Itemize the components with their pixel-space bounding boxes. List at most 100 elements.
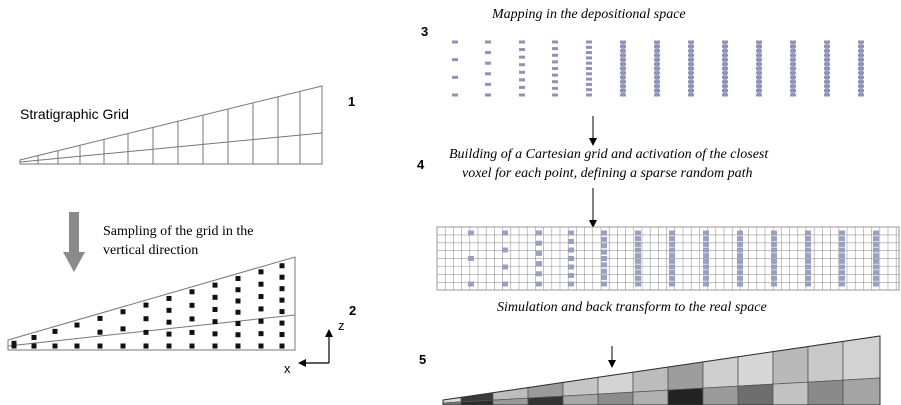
mapped-point (824, 53, 830, 57)
sample-point (189, 329, 195, 335)
sample-point (258, 331, 264, 337)
mapped-point (756, 84, 762, 88)
sample-point (279, 332, 285, 338)
simulated-cell (702, 385, 739, 405)
mapped-point (790, 75, 796, 79)
mapped-point (858, 93, 864, 97)
active-voxel (737, 264, 743, 270)
mapped-point (552, 47, 558, 51)
mapped-point (824, 89, 830, 93)
active-voxel (669, 247, 675, 253)
active-voxel (703, 270, 709, 276)
sample-point (279, 263, 285, 269)
active-voxel (635, 241, 641, 247)
simulated-cell (492, 397, 529, 405)
mapped-point (688, 58, 694, 62)
active-voxel (536, 261, 542, 267)
mapped-point (620, 49, 626, 53)
active-voxel (568, 264, 574, 270)
sample-point (189, 343, 195, 349)
sample-point (279, 297, 285, 303)
active-voxel (839, 270, 845, 276)
mapped-point (485, 82, 491, 86)
active-voxel (502, 247, 508, 253)
mapped-point (824, 49, 830, 53)
mapped-point (756, 44, 762, 48)
mapped-point (790, 40, 796, 44)
active-voxel (805, 270, 811, 276)
simulated-cell (632, 366, 669, 393)
mapped-point (654, 84, 660, 88)
mapped-point (858, 44, 864, 48)
sample-point (235, 320, 241, 326)
sampled-wedge-outline (7, 256, 296, 351)
active-voxel (805, 253, 811, 259)
mapped-point (756, 62, 762, 66)
mapped-point (519, 78, 525, 82)
mapped-point (620, 67, 626, 70)
mapped-point (654, 58, 660, 62)
sample-point (97, 343, 103, 349)
mapped-point (756, 75, 762, 79)
wedge-outline (19, 85, 323, 165)
mapped-point (790, 67, 796, 70)
active-voxel (805, 264, 811, 270)
mapped-point (756, 67, 762, 70)
simulated-cell (842, 377, 881, 405)
sample-point (212, 343, 218, 349)
mapped-point (620, 71, 626, 75)
active-voxel (669, 264, 675, 270)
mapped-point (485, 72, 491, 76)
sample-point (258, 281, 264, 287)
sample-point (143, 343, 149, 349)
mapped-point (620, 44, 626, 48)
sample-point (97, 315, 103, 321)
mapped-point (722, 49, 728, 53)
mapped-point (654, 49, 660, 53)
active-voxel (601, 230, 607, 236)
mapped-point (824, 44, 830, 48)
sample-point (258, 306, 264, 312)
active-voxel (635, 270, 641, 276)
mapped-point (858, 75, 864, 79)
active-voxel (771, 247, 777, 253)
xz-axis-indicator (298, 329, 333, 367)
sample-point (166, 295, 172, 301)
active-voxel (703, 253, 709, 259)
mapped-point (620, 89, 626, 93)
mapped-point (620, 58, 626, 62)
active-voxel (568, 239, 574, 244)
sample-point (11, 340, 17, 346)
mapped-point (688, 67, 694, 70)
active-voxel (669, 230, 675, 236)
cartesian-grid-panel (436, 226, 900, 291)
mapped-point (519, 40, 525, 44)
mapped-point (688, 93, 694, 97)
active-voxel (468, 256, 474, 261)
sample-point (120, 309, 126, 315)
mapped-point (586, 61, 592, 65)
active-voxel (703, 230, 709, 236)
mapped-point (654, 80, 660, 84)
simulated-cell (597, 371, 634, 395)
mapped-point (858, 49, 864, 53)
simulated-cell (807, 340, 844, 383)
mapped-point (519, 55, 525, 59)
active-voxel (839, 275, 845, 281)
sample-point (212, 306, 218, 312)
active-voxel (601, 243, 607, 249)
mapping-title: Mapping in the depositional space (492, 7, 686, 22)
mapped-point (790, 93, 796, 97)
mapped-point (722, 67, 728, 70)
sampled-horizon-line (7, 314, 296, 347)
active-voxel (601, 281, 607, 287)
mapped-point (485, 61, 491, 65)
active-voxel (502, 281, 508, 287)
mapped-point (790, 53, 796, 57)
simulated-cell (527, 395, 564, 405)
active-voxel (703, 247, 709, 253)
sample-point (189, 302, 195, 308)
mapped-point (790, 71, 796, 75)
